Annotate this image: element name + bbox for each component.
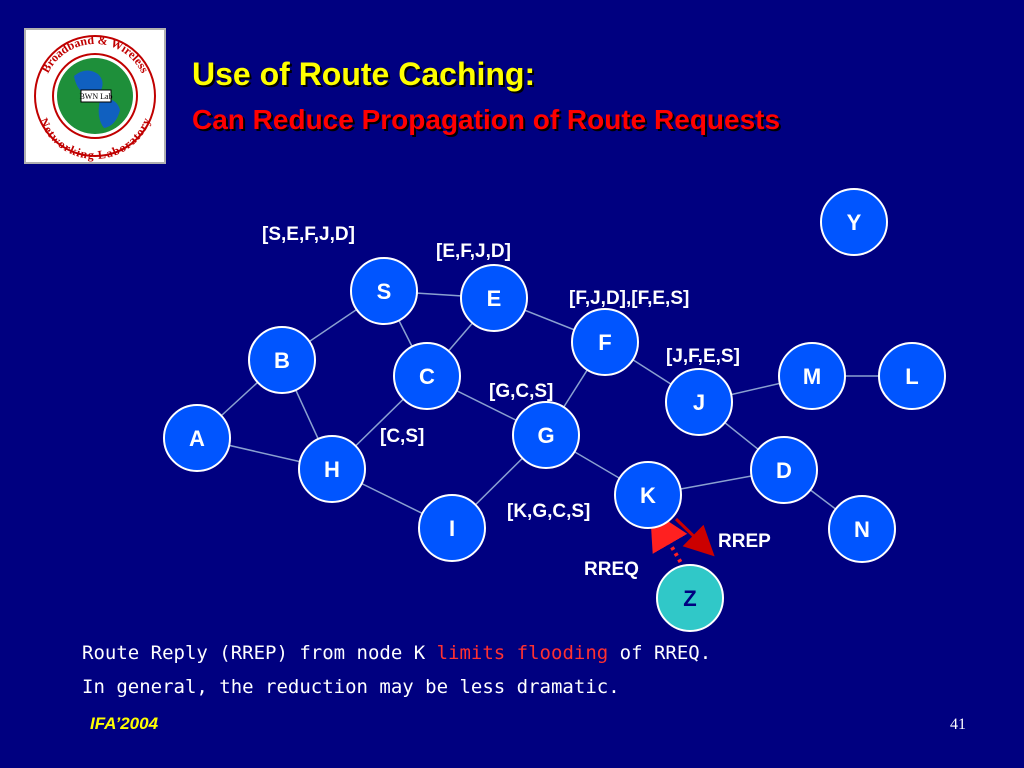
node-f: F [571,308,639,376]
node-circle [656,564,724,632]
explanation-line-1-end: of RREQ. [608,642,712,664]
slide-subtitle: Can Reduce Propagation of Route Requests [192,104,781,135]
node-label: S [377,279,392,304]
footer-conference: IFA’2004 [90,714,159,733]
rreq-label: RREQ [584,559,639,580]
node-label: F [598,330,611,355]
route-cache-label-f: [F,J,D],[F,E,S] [569,288,689,309]
node-label: J [693,390,705,415]
node-label: A [189,426,205,451]
node-c: C [393,342,461,410]
node-label: D [776,458,792,483]
rreq-arrow [649,509,688,570]
node-label: E [487,286,502,311]
node-circle [163,404,231,472]
route-cache-label-k: [K,G,C,S] [507,501,590,522]
node-h: H [298,435,366,503]
route-cache-label-e: [E,F,J,D] [436,241,511,262]
node-circle [614,461,682,529]
slide-number: 41 [950,716,966,733]
node-y: Y [820,188,888,256]
route-cache-label-g: [G,C,S] [489,381,553,402]
node-circle [828,495,896,563]
node-j: J [665,368,733,436]
node-circle [878,342,946,410]
node-label: H [324,457,340,482]
node-z: Z [656,564,724,632]
route-cache-label-c: [C,S] [380,426,424,447]
node-circle [571,308,639,376]
route-cache-labels: [S,E,F,J,D] [E,F,J,D] [F,J,D],[F,E,S] [J,F,… [262,224,740,522]
rrep-rreq-arrows: RREP RREQ [584,509,771,580]
node-label: G [537,423,554,448]
logo-center-text: BWN Lab [79,92,112,101]
node-d: D [750,436,818,504]
node-circle [665,368,733,436]
node-e: E [460,264,528,332]
node-l: L [878,342,946,410]
node-label: Y [847,210,862,235]
node-k: K [614,461,682,529]
route-cache-label-s: [S,E,F,J,D] [262,224,355,245]
explanation-highlight: limits flooding [436,642,609,664]
node-n: N [828,495,896,563]
node-circle [820,188,888,256]
rrep-arrow [674,517,715,557]
lab-logo: BWN Lab Broadband & Wireless Networking … [24,28,166,164]
node-a: A [163,404,231,472]
node-label: M [803,364,821,389]
node-label: K [640,483,656,508]
node-circle [393,342,461,410]
node-m: M [778,342,846,410]
slide-title: Use of Route Caching: [192,56,536,92]
node-label: Z [683,586,696,611]
node-circle [750,436,818,504]
explanation-line-1-start: Route Reply (RREP) from node K [82,642,437,664]
node-label: B [274,348,290,373]
node-b: B [248,326,316,394]
node-i: I [418,494,486,562]
node-circle [460,264,528,332]
explanation-line-1: Route Reply (RREP) from node K limits fl… [82,642,922,664]
node-circle [778,342,846,410]
explanation-line-2: In general, the reduction may be less dr… [82,676,620,698]
node-circle [248,326,316,394]
node-circle [512,401,580,469]
node-circle [350,257,418,325]
rrep-label: RREP [718,531,771,552]
node-label: L [905,364,918,389]
node-s: S [350,257,418,325]
node-label: I [449,516,455,541]
node-circle [298,435,366,503]
node-circle [418,494,486,562]
node-g: G [512,401,580,469]
nodes: S E F B C J M L A G H D K I N Y Z [163,188,946,632]
node-label: C [419,364,435,389]
route-cache-label-j: [J,F,E,S] [666,346,740,367]
node-label: N [854,517,870,542]
lab-logo-image: BWN Lab Broadband & Wireless Networking … [34,33,156,162]
